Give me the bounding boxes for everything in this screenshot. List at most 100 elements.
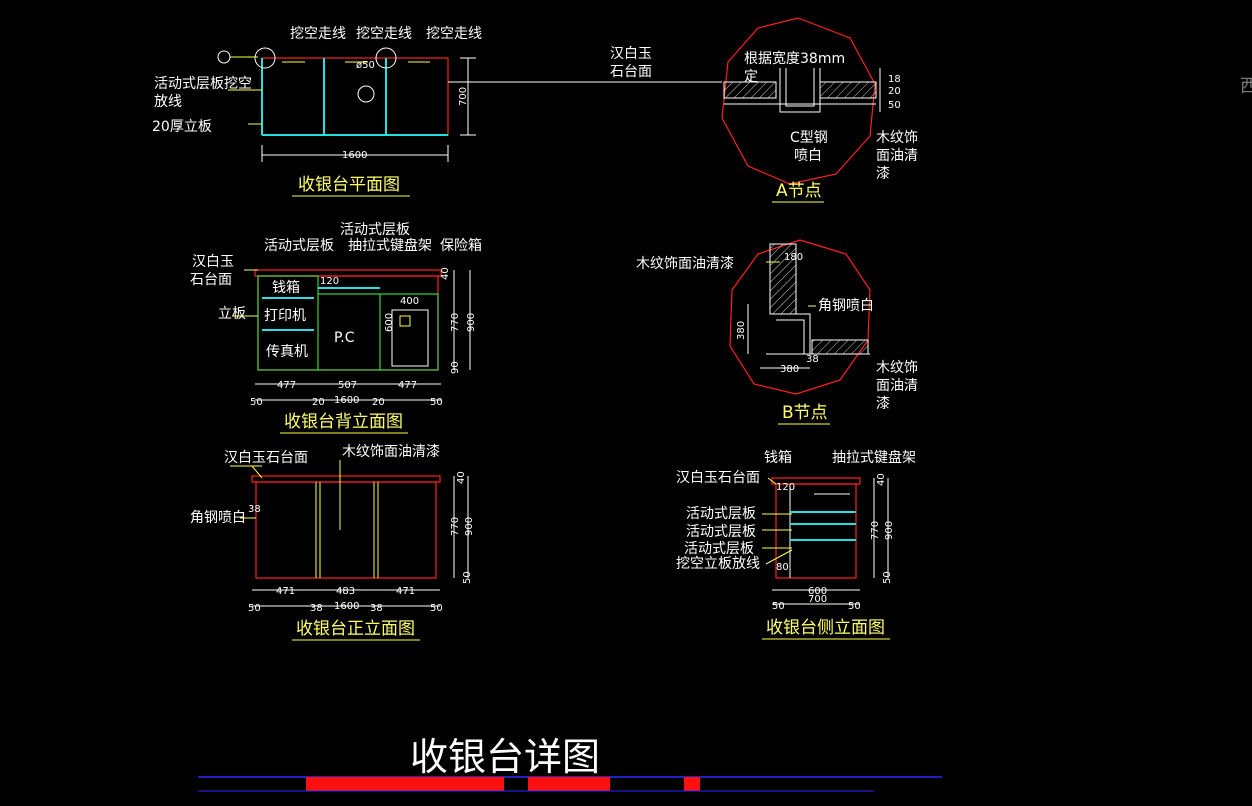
back-dim-b-6: 20 <box>372 397 385 408</box>
front-dim-b-2: 471 <box>396 586 415 597</box>
node-a-title: A节点 <box>776 181 822 201</box>
side-label-shelf-1: 活动式层板 <box>686 506 756 522</box>
plan-outline <box>261 57 449 136</box>
front-label-marble: 汉白玉石台面 <box>224 450 308 466</box>
node-a-label-white: 喷白 <box>794 148 822 164</box>
front-dim-r-0: 40 <box>456 471 467 484</box>
front-title: 收银台正立面图 <box>296 619 415 639</box>
node-a-dim-3: 50 <box>888 100 901 111</box>
back-cab-money: 钱箱 <box>272 280 300 296</box>
back-dim-r-1: 770 <box>450 313 461 332</box>
plan-dim-depth: 700 <box>458 87 469 106</box>
back-dim-i-1: 400 <box>400 296 419 307</box>
back-title: 收银台背立面图 <box>284 412 403 432</box>
side-label-money: 钱箱 <box>764 450 792 466</box>
safe-box <box>391 309 429 367</box>
plan-small-text: ø50 <box>356 60 375 71</box>
side-label-marble: 汉白玉石台面 <box>676 470 760 486</box>
front-dim-r-2: 900 <box>464 517 475 536</box>
node-b-label-wood-2: 面油清 <box>876 378 918 394</box>
back-dim-r-0: 40 <box>440 267 451 280</box>
node-b-dim-1: 380 <box>736 321 747 340</box>
plan-label-trench-3: 挖空走线 <box>426 26 482 42</box>
back-cab-printer: 打印机 <box>264 307 306 324</box>
back-label-shelf: 活动式层板 <box>264 238 334 254</box>
back-dim-r-3: 90 <box>450 361 461 374</box>
side-label-wire: 挖空立板放线 <box>676 556 760 572</box>
side-dim-i-1: 80 <box>776 562 789 573</box>
back-dim-b-2: 477 <box>398 380 417 391</box>
plan-title: 收银台平面图 <box>298 175 400 195</box>
side-title: 收银台侧立面图 <box>766 618 885 638</box>
plan-view: 挖空走线 挖空走线 挖空走线 活动式层板挖空 放线 20厚立板 汉白玉 石台面 … <box>152 26 722 197</box>
hole-circle <box>375 47 397 69</box>
plan-label-shelf: 活动式层板挖空 <box>154 76 252 92</box>
node-b-dim-3: 38 <box>806 354 819 365</box>
front-dim-b-7: 50 <box>430 603 443 614</box>
node-b-label-wood: 木纹饰面油清漆 <box>636 256 734 272</box>
node-a-label-fix: 定 <box>744 69 758 85</box>
title-bar-block <box>306 777 504 791</box>
back-dim-i-2: 600 <box>384 313 395 332</box>
plan-label-wire: 放线 <box>154 94 182 110</box>
node-b-detail: 木纹饰面油清漆 角钢喷白 木纹饰 面油清 漆 180 380 380 38 B节… <box>636 239 918 425</box>
side-elevation: 钱箱 抽拉式键盘架 汉白玉石台面 活动式层板 活动式层板 活动式层板 挖空立板放… <box>676 449 916 640</box>
back-cab-fax: 传真机 <box>266 344 308 360</box>
plan-dim-width: 1600 <box>342 150 367 161</box>
node-a-label-wood-1: 木纹饰 <box>876 130 918 146</box>
side-label-shelf-3: 活动式层板 <box>684 541 754 557</box>
back-dim-r-2: 900 <box>466 313 477 332</box>
back-dim-b-5: 1600 <box>334 395 359 406</box>
title-bar-block <box>684 777 700 791</box>
front-elevation: 汉白玉石台面 木纹饰面油清漆 角钢喷白 471 483 471 50 38 16… <box>190 444 475 641</box>
node-b-label-angle: 角钢喷白 <box>818 298 874 314</box>
plan-label-marble-1: 汉白玉 <box>610 46 652 62</box>
front-label-angle: 角钢喷白 <box>190 510 246 526</box>
front-dim-b-0: 471 <box>276 586 295 597</box>
node-a-detail: 根据宽度38mm 定 C型钢 喷白 木纹饰 面油清 漆 18 20 50 A节点 <box>721 17 918 203</box>
side-dim-b-2: 50 <box>772 601 785 612</box>
side-label-keyboard: 抽拉式键盘架 <box>832 449 916 466</box>
back-dim-b-4: 20 <box>312 397 325 408</box>
back-label-board: 立板 <box>218 306 246 322</box>
back-dim-b-3: 50 <box>250 397 263 408</box>
back-dim-b-1: 507 <box>338 380 357 391</box>
back-dim-b-7: 50 <box>430 397 443 408</box>
node-b-dim-0: 180 <box>784 252 803 263</box>
side-dim-r-3: 50 <box>882 571 893 584</box>
node-b-title: B节点 <box>782 403 828 423</box>
node-a-label-width: 根据宽度38mm <box>744 50 845 67</box>
node-a-label-wood-2: 面油清 <box>876 148 918 164</box>
back-label-shelf-2: 活动式层板 <box>340 222 410 238</box>
node-b-dim-2: 380 <box>780 364 799 375</box>
side-dim-r-2: 900 <box>884 521 895 540</box>
hole-circle <box>254 47 276 69</box>
node-b-label-wood-1: 木纹饰 <box>876 360 918 376</box>
front-dim-b-1: 483 <box>336 586 355 597</box>
plan-label-trench-1: 挖空走线 <box>290 26 346 42</box>
side-dim-r-1: 770 <box>870 521 881 540</box>
sheet-main-title: 收银台详图 <box>410 735 600 779</box>
front-dim-b-3: 50 <box>248 603 261 614</box>
side-dim-r-0: 40 <box>876 473 887 486</box>
front-dim-b-4: 38 <box>310 603 323 614</box>
back-label-keyboard: 抽拉式键盘架 <box>348 237 432 254</box>
back-dim-b-0: 477 <box>277 380 296 391</box>
back-dim-i-0: 120 <box>320 276 339 287</box>
front-dim-r-1: 770 <box>450 517 461 536</box>
back-label-marble-2: 石台面 <box>190 272 232 288</box>
front-dim-r-3: 50 <box>462 571 473 584</box>
node-a-dim-2: 20 <box>888 86 901 97</box>
front-dim-l-0: 38 <box>248 504 261 515</box>
plan-label-marble-2: 石台面 <box>610 64 652 80</box>
front-dim-b-6: 38 <box>370 603 383 614</box>
back-label-marble-1: 汉白玉 <box>192 254 234 270</box>
side-dim-b-3: 50 <box>848 601 861 612</box>
node-a-dim-1: 18 <box>888 74 901 85</box>
plan-label-trench-2: 挖空走线 <box>356 26 412 42</box>
side-dim-i-0: 120 <box>776 482 795 493</box>
title-bar-block <box>528 777 610 791</box>
side-dim-b-0: 600 <box>808 586 827 597</box>
node-a-label-wood-3: 漆 <box>876 166 890 182</box>
